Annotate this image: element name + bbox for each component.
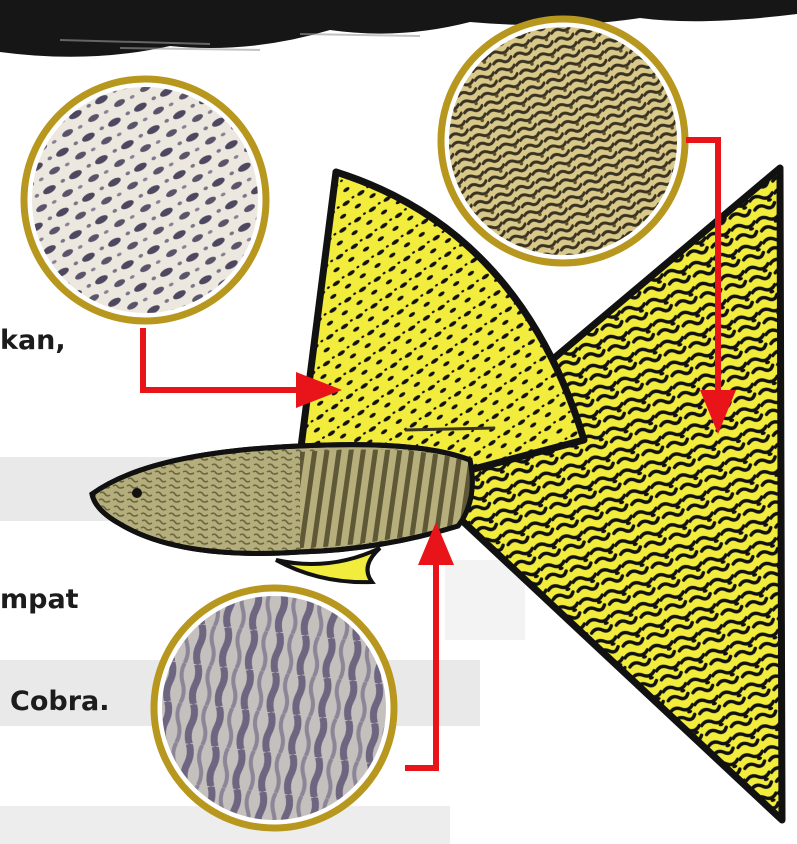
- zoom-circle-stripes: [150, 585, 400, 835]
- header-brush-stroke: [0, 0, 797, 57]
- text-fragment-3: Cobra.: [10, 686, 109, 717]
- text-fragment-2: mpat: [0, 584, 79, 615]
- zoom-circle-spots: [24, 79, 266, 321]
- red-arrow-stripes: [405, 522, 454, 768]
- text-fragment-1: kan,: [0, 325, 66, 356]
- fish-eye: [132, 488, 142, 498]
- zoom-circle-mosaic: [440, 19, 690, 270]
